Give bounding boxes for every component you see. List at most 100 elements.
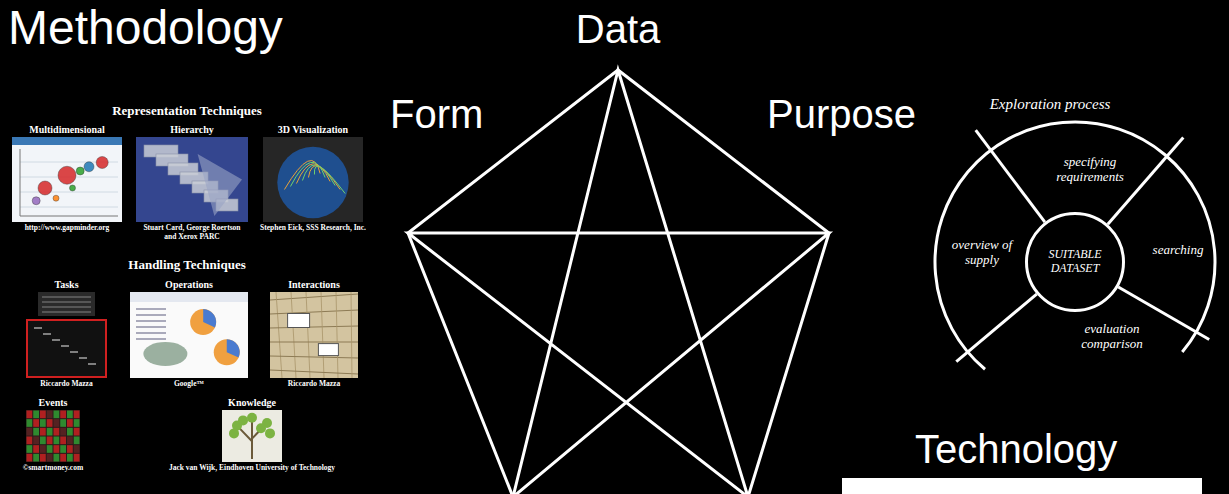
vertex-label: Data <box>576 6 661 52</box>
market-cell <box>60 445 66 453</box>
market-cell <box>40 437 46 445</box>
market-cell <box>27 437 33 445</box>
picture-background <box>136 137 248 222</box>
thumbnail-picture <box>12 137 122 222</box>
globe-arc <box>314 166 345 193</box>
map-street <box>336 292 338 378</box>
thumbnail-caption: Tasks <box>54 279 78 291</box>
data-bubble <box>96 157 108 169</box>
world-map <box>143 342 187 366</box>
thumbnail-image: Multidimensionalhttp://www.gapminder.org <box>12 137 122 222</box>
timeline-line <box>42 312 91 313</box>
center-circle: SUITABLE DATASET <box>1025 212 1125 312</box>
market-cell <box>54 454 60 462</box>
thumbnail-caption: Events <box>39 397 68 409</box>
vertex-label: Form <box>390 91 483 137</box>
map-callout <box>288 314 310 328</box>
timeline-line <box>42 297 91 298</box>
thumbnail-caption: Operations <box>165 279 213 291</box>
pie-slice <box>190 309 216 335</box>
vertex-label: Purpose <box>767 91 916 137</box>
map-street <box>291 292 296 378</box>
cycle-heading: Exploration process <box>990 96 1111 113</box>
market-cell <box>60 411 66 419</box>
image-credit: http://www.gapminder.org <box>25 224 110 233</box>
picture-background <box>26 410 80 462</box>
data-bubble <box>38 181 52 195</box>
market-cell <box>40 428 46 436</box>
picture-background <box>130 292 248 378</box>
text-line <box>136 332 166 334</box>
tree-leaf <box>238 415 248 425</box>
cycle-step: searching <box>1153 243 1204 258</box>
map-street <box>270 310 358 314</box>
section-heading: Handling Techniques <box>128 258 245 273</box>
market-cell <box>40 445 46 453</box>
market-cell <box>47 419 53 427</box>
market-cell <box>40 454 46 462</box>
map-street <box>270 326 358 328</box>
text-line <box>136 326 166 328</box>
thumbnail-image: KnowledgeJack van Wijk, Eindhoven Univer… <box>222 410 282 462</box>
hierarchy-shadow <box>198 154 242 216</box>
image-credit: ©smartmoney.com <box>23 464 83 473</box>
image-credit: Riccardo Mazza <box>288 380 340 389</box>
market-cell <box>54 428 60 436</box>
market-cell <box>47 428 53 436</box>
market-cell <box>54 411 60 419</box>
map-street <box>351 292 352 378</box>
thumbnail-caption: 3D Visualization <box>278 124 348 136</box>
market-cell <box>74 428 80 436</box>
thumbnail-picture <box>270 292 358 378</box>
thumbnail-image: TasksRiccardo Mazza <box>26 292 107 378</box>
picture-frame <box>27 320 106 377</box>
chart-header <box>12 137 122 145</box>
market-cell <box>33 411 39 419</box>
image-credit: Google™ <box>174 380 204 389</box>
chart-axis <box>20 149 21 216</box>
timeline-line <box>42 302 91 303</box>
thumbnail-image: Events©smartmoney.com <box>26 410 80 462</box>
event-dash <box>61 346 69 347</box>
grid-line <box>20 192 118 193</box>
tree-leaf <box>256 423 266 433</box>
chart-axis <box>20 216 118 217</box>
market-cell <box>27 428 33 436</box>
slide-title: Methodology <box>8 0 283 55</box>
picture-background <box>270 292 358 378</box>
thumbnail-image: HierarchyStuart Card, George Roertson an… <box>136 137 248 222</box>
market-cell <box>60 454 66 462</box>
market-cell <box>60 428 66 436</box>
map-street <box>270 356 358 358</box>
technology-bar <box>842 478 1202 494</box>
tree-leaf <box>229 428 239 438</box>
event-dash <box>52 340 60 341</box>
map-street <box>270 294 358 300</box>
market-cell <box>33 445 39 453</box>
event-dash <box>34 328 42 329</box>
market-cell <box>47 454 53 462</box>
thumbnail-image: 3D VisualizationStephen Eick, SSS Resear… <box>263 137 363 222</box>
market-cell <box>54 419 60 427</box>
market-cell <box>60 437 66 445</box>
text-line <box>136 308 166 310</box>
data-bubble <box>58 166 76 184</box>
pie-slice <box>203 309 216 327</box>
image-credit: Jack van Wijk, Eindhoven University of T… <box>169 464 335 473</box>
map-street <box>306 292 310 378</box>
market-cell <box>67 411 73 419</box>
page-header <box>130 292 248 302</box>
grid-line <box>20 207 118 208</box>
cycle-divider <box>976 130 1045 222</box>
event-dash <box>70 352 78 353</box>
market-cell <box>74 445 80 453</box>
tree-leaf <box>247 413 257 423</box>
market-cell <box>27 454 33 462</box>
market-cell <box>54 437 60 445</box>
market-cell <box>47 411 53 419</box>
center-circle-outline <box>1027 214 1124 311</box>
thumbnail-picture <box>263 137 363 222</box>
market-cell <box>74 437 80 445</box>
pie-chart <box>190 309 216 335</box>
